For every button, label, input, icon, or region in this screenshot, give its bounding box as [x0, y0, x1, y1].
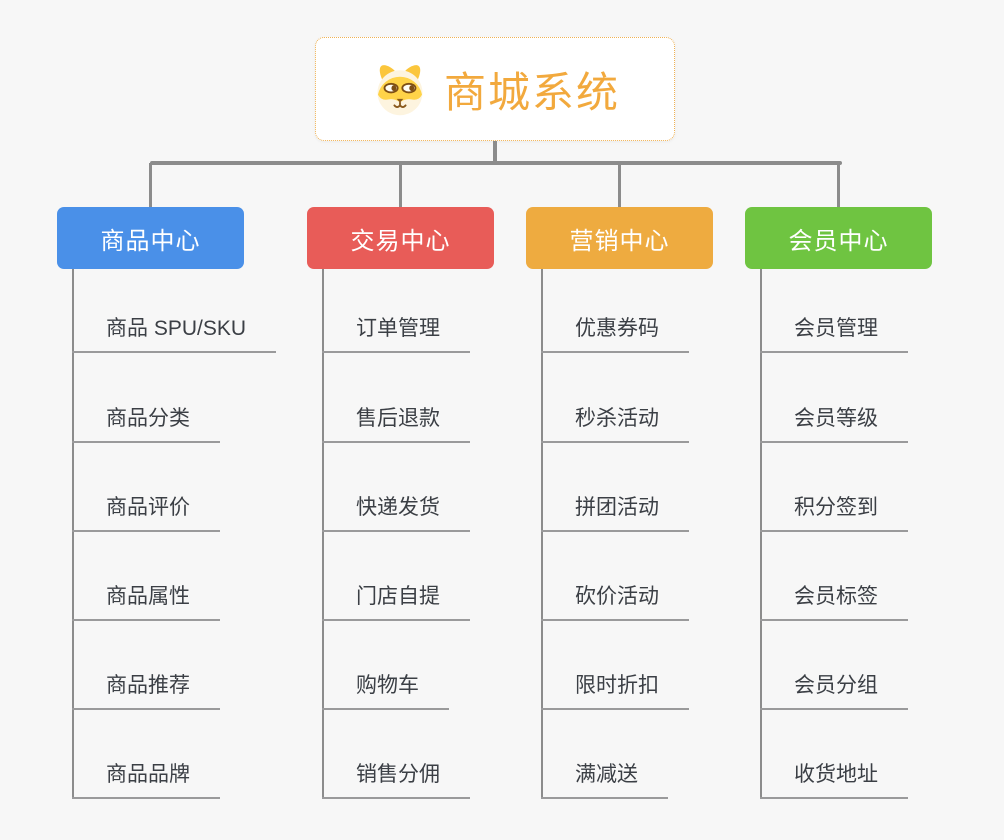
leaf-label: 优惠券码 [575, 317, 659, 340]
leaf-label: 快递发货 [356, 496, 440, 519]
leaf-item[interactable]: 购物车 [322, 672, 449, 710]
branch-column-marketing: 营销中心 优惠券码 秒杀活动 拼团活动 砍价活动 限时折扣 满减送 [526, 207, 776, 817]
leaf-item[interactable]: 商品品牌 [72, 761, 220, 799]
connector-drop [618, 163, 621, 207]
leaf-item[interactable]: 售后退款 [322, 405, 470, 443]
leaf-item[interactable]: 会员管理 [760, 315, 908, 353]
leaf-item[interactable]: 满减送 [541, 761, 668, 799]
leaf-label: 会员管理 [794, 317, 878, 340]
branch-label: 商品中心 [100, 227, 201, 255]
leaf-label: 商品属性 [106, 585, 190, 608]
branch-column-products: 商品中心 商品 SPU/SKU 商品分类 商品评价 商品属性 商品推荐 商品品牌 [57, 207, 307, 817]
leaf-item[interactable]: 秒杀活动 [541, 405, 689, 443]
branch-label: 会员中心 [788, 227, 889, 255]
leaf-item[interactable]: 优惠券码 [541, 315, 689, 353]
leaf-label: 会员等级 [794, 407, 878, 430]
branch-header-marketing[interactable]: 营销中心 [526, 207, 713, 269]
leaf-label: 商品品牌 [106, 763, 190, 786]
leaf-label: 拼团活动 [575, 496, 659, 519]
leaf-label: 满减送 [575, 763, 638, 786]
root-label: 商城系统 [443, 68, 620, 116]
connector-root-stub [493, 141, 497, 163]
leaf-label: 购物车 [356, 674, 419, 697]
leaf-label: 门店自提 [356, 585, 440, 608]
connector-bus [150, 161, 842, 165]
leaf-item[interactable]: 收货地址 [760, 761, 908, 799]
connector-drop [399, 163, 402, 207]
leaf-item[interactable]: 拼团活动 [541, 494, 689, 532]
leaf-item[interactable]: 商品评价 [72, 494, 220, 532]
leaf-label: 销售分佣 [356, 763, 440, 786]
leaf-label: 积分签到 [794, 496, 878, 519]
branch-spine [760, 269, 762, 799]
leaf-label: 收货地址 [794, 763, 878, 786]
leaf-item[interactable]: 会员等级 [760, 405, 908, 443]
leaf-label: 秒杀活动 [575, 407, 659, 430]
branch-label: 营销中心 [569, 227, 670, 255]
leaf-item[interactable]: 商品推荐 [72, 672, 220, 710]
leaf-label: 会员分组 [794, 674, 878, 697]
leaf-item[interactable]: 砍价活动 [541, 583, 689, 621]
connector-drop [837, 163, 840, 207]
leaf-item[interactable]: 订单管理 [322, 315, 470, 353]
leaf-item[interactable]: 商品属性 [72, 583, 220, 621]
branch-label: 交易中心 [350, 227, 451, 255]
leaf-item[interactable]: 商品分类 [72, 405, 220, 443]
leaf-label: 限时折扣 [575, 674, 659, 697]
root-node[interactable]: 商城系统 [315, 37, 675, 141]
branch-spine [322, 269, 324, 799]
branch-header-trade[interactable]: 交易中心 [307, 207, 494, 269]
leaf-item[interactable]: 会员标签 [760, 583, 908, 621]
leaf-item[interactable]: 积分签到 [760, 494, 908, 532]
leaf-item[interactable]: 门店自提 [322, 583, 470, 621]
leaf-item[interactable]: 销售分佣 [322, 761, 470, 799]
leaf-label: 商品推荐 [106, 674, 190, 697]
branch-header-members[interactable]: 会员中心 [745, 207, 932, 269]
leaf-label: 订单管理 [356, 317, 440, 340]
branch-spine [72, 269, 74, 799]
branch-column-members: 会员中心 会员管理 会员等级 积分签到 会员标签 会员分组 收货地址 [745, 207, 995, 817]
leaf-item[interactable]: 限时折扣 [541, 672, 689, 710]
connector-drop [149, 163, 152, 207]
branch-column-trade: 交易中心 订单管理 售后退款 快递发货 门店自提 购物车 销售分佣 [307, 207, 557, 817]
leaf-item[interactable]: 商品 SPU/SKU [72, 315, 277, 353]
branch-header-products[interactable]: 商品中心 [57, 207, 244, 269]
leaf-label: 商品 SPU/SKU [106, 317, 247, 340]
leaf-label: 商品评价 [106, 496, 190, 519]
leaf-label: 砍价活动 [575, 585, 659, 608]
leaf-item[interactable]: 会员分组 [760, 672, 908, 710]
leaf-label: 商品分类 [106, 407, 190, 430]
leaf-label: 售后退款 [356, 407, 440, 430]
branch-spine [541, 269, 543, 799]
dog-face-icon [370, 60, 430, 118]
leaf-item[interactable]: 快递发货 [322, 494, 470, 532]
leaf-label: 会员标签 [794, 585, 878, 608]
